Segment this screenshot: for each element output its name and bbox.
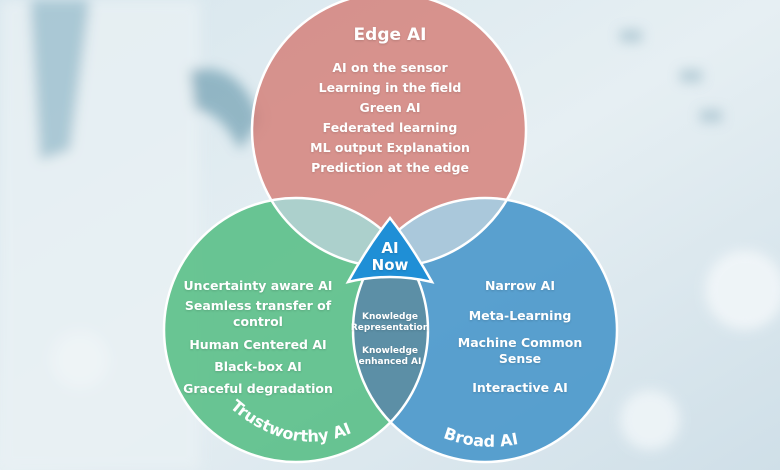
list-item: AI on the sensor (332, 60, 448, 75)
list-item: Green AI (359, 100, 421, 115)
center-region (345, 215, 435, 284)
list-item: Narrow AI (484, 278, 556, 293)
list-item: Federated learning (322, 120, 458, 135)
list-item: Meta-Learning (468, 308, 572, 323)
list-item: Prediction at the edge (311, 160, 469, 175)
center-label: AI Now (371, 239, 409, 274)
list-item: Uncertainty aware AI (183, 278, 333, 293)
list-item: Human Centered AI (189, 337, 327, 352)
list-item: Learning in the field (318, 80, 462, 95)
list-item: Graceful degradation (183, 381, 333, 396)
list-item: Interactive AI (472, 380, 568, 395)
list-item: Black-box AI (214, 359, 302, 374)
circle-title-edge-ai: Edge AI (353, 25, 427, 45)
list-item: Machine Common Sense (457, 335, 583, 366)
list-item: ML output Explanation (310, 140, 470, 155)
intersection-item: Knowledge Representation (350, 312, 430, 333)
intersection-item: Knowledge enhanced AI (358, 346, 422, 367)
list-item: Seamless transfer of control (184, 298, 332, 329)
